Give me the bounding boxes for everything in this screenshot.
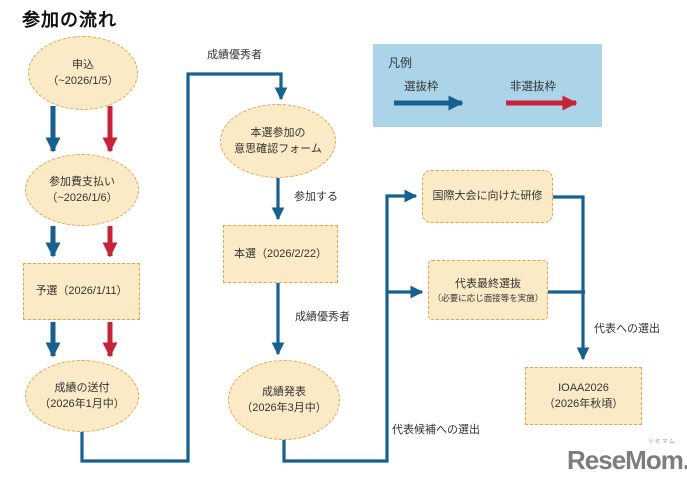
node-apply: 申込 （~2026/1/5） [28, 36, 138, 110]
edge-label-candidate-selection: 代表候補への選出 [392, 424, 480, 436]
edge-label-top-performers-2: 成績優秀者 [295, 311, 350, 323]
node-payment-line1: 参加費支払い [49, 175, 115, 188]
node-final-round: 本選（2026/2/22） [223, 225, 338, 283]
legend-box: 凡例 選抜枠 非選抜枠 [373, 44, 602, 127]
node-preliminary-line1: 予選（2026/1/11） [35, 285, 128, 298]
edge-label-representative-selection: 代表への選出 [594, 323, 660, 335]
node-ioaa-line1: IOAA2026 [558, 381, 609, 394]
page-title: 参加の流れ [22, 10, 117, 30]
node-payment: 参加費支払い （~2026/1/6） [25, 154, 139, 226]
resemom-logo: リセマム ReseMom. [567, 439, 687, 472]
node-results-sent-line2: （2026年1月中） [39, 398, 125, 410]
edge-label-top-performers-1: 成績優秀者 [207, 49, 262, 61]
node-results-sent: 成績の送付 （2026年1月中） [25, 360, 139, 432]
node-results-sent-line1: 成績の送付 [54, 381, 110, 394]
node-apply-line2: （~2026/1/5） [47, 75, 119, 87]
node-apply-line1: 申込 [72, 58, 94, 71]
legend-non-selected-label: 非選抜枠 [510, 81, 556, 93]
legend-selected-label: 選抜枠 [404, 81, 439, 93]
connector-results-to-intent-form [80, 72, 288, 463]
connector-training-to-ioaa [553, 195, 590, 361]
resemom-logo-text: ReseMom. [567, 444, 687, 475]
node-payment-line2: （~2026/1/6） [46, 192, 118, 204]
node-results-announced: 成績発表 （2026年3月中） [228, 360, 340, 440]
node-final-round-line1: 本選（2026/2/22） [234, 247, 327, 260]
node-intent-form: 本選参加の 意思確認フォーム [220, 104, 336, 178]
node-ioaa-line2: （2026年秋頃） [543, 398, 624, 410]
node-results-announced-line1: 成績発表 [262, 385, 306, 398]
node-intent-form-line2: 意思確認フォーム [234, 143, 322, 155]
node-final-selection-line1: 代表最終選抜 [455, 278, 521, 291]
node-training-line1: 国際大会に向けた研修 [432, 190, 543, 203]
edge-label-participate: 参加する [294, 191, 338, 203]
node-preliminary: 予選（2026/1/11） [23, 263, 140, 320]
node-intent-form-line1: 本選参加の [250, 126, 306, 139]
node-final-selection: 代表最終選抜 （必要に応じ面接等を実施） [428, 260, 548, 320]
node-training: 国際大会に向けた研修 [422, 170, 553, 223]
resemom-logo-ruby: リセマム [647, 439, 676, 445]
connector-results-to-training [282, 189, 418, 463]
node-final-selection-line2: （必要に応じ面接等を実施） [432, 292, 544, 303]
node-results-announced-line2: （2026年3月中） [241, 402, 327, 414]
node-ioaa: IOAA2026 （2026年秋頃） [525, 367, 642, 425]
legend-title: 凡例 [388, 56, 413, 70]
